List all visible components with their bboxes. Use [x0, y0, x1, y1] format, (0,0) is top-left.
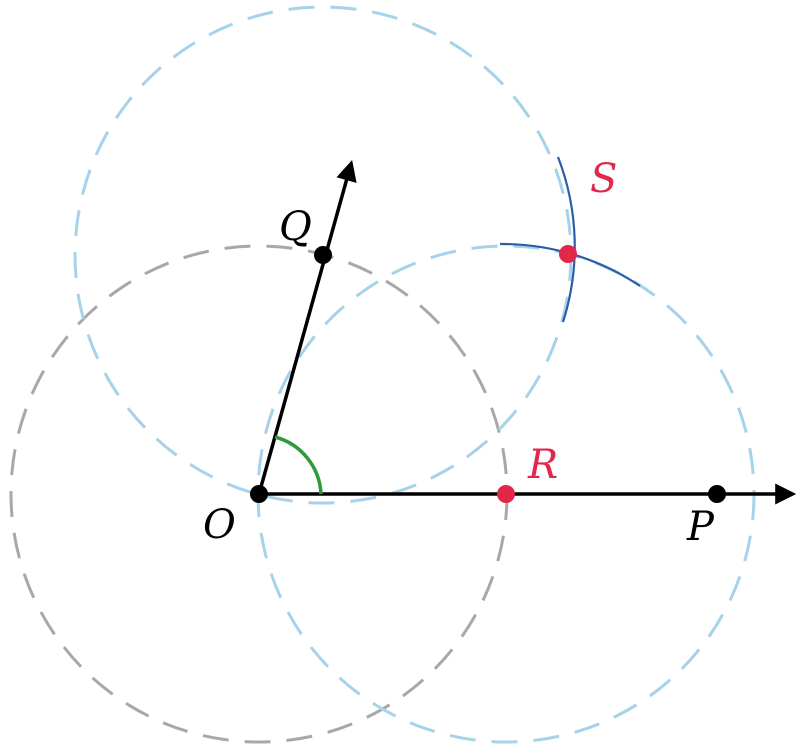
point-q [314, 246, 332, 264]
angle-arc-at-o [274, 435, 323, 495]
label-o: O [203, 502, 236, 548]
ray-oq [257, 159, 357, 495]
construction-arc-from-q [556, 156, 576, 323]
point-p [708, 485, 726, 503]
point-s [559, 245, 577, 263]
label-s: S [590, 156, 617, 202]
point-o [250, 485, 268, 503]
label-q: Q [279, 204, 312, 250]
label-r: R [527, 442, 558, 488]
point-r [497, 485, 515, 503]
label-p: P [686, 504, 715, 550]
